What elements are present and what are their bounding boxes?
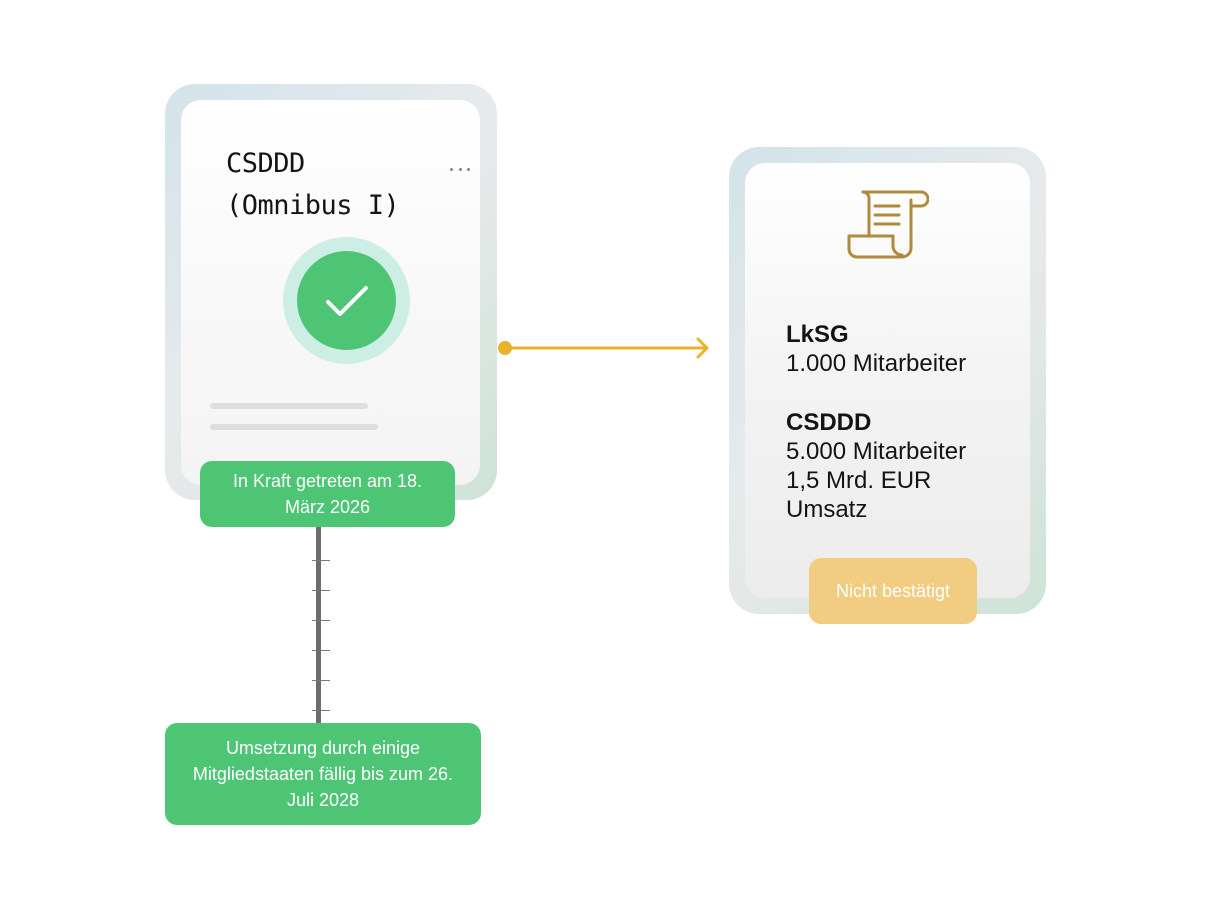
regulation-card[interactable]: CSDDD (Omnibus I) xyxy=(165,84,497,500)
timeline-tick xyxy=(312,650,330,651)
csddd-revenue: 1,5 Mrd. EUR xyxy=(786,467,932,494)
ellipsis-icon[interactable] xyxy=(450,166,470,172)
timeline-tick xyxy=(312,560,330,561)
lksg-threshold: LkSG 1.000 Mitarbeiter xyxy=(786,320,966,378)
csddd-revenue-label: Umsatz xyxy=(786,496,868,523)
implementation-deadline-badge: Umsetzung durch einige Mitgliedstaaten f… xyxy=(165,723,481,825)
timeline-line xyxy=(316,527,321,723)
timeline-tick xyxy=(312,620,330,621)
connector-arrow xyxy=(498,337,709,359)
placeholder-line xyxy=(210,424,378,430)
checkmark-icon xyxy=(326,286,368,316)
status-indicator xyxy=(283,237,410,364)
timeline-tick xyxy=(312,680,330,681)
csddd-title: CSDDD xyxy=(786,409,872,436)
threshold-card[interactable]: LkSG 1.000 Mitarbeiter CSDDD 5.000 Mitar… xyxy=(729,147,1046,614)
regulation-card-body: CSDDD (Omnibus I) xyxy=(181,100,480,485)
placeholder-line xyxy=(210,403,368,409)
csddd-employees: 5.000 Mitarbeiter xyxy=(786,438,967,465)
card-title-line2: (Omnibus I) xyxy=(226,190,400,221)
check-circle xyxy=(297,251,396,350)
lksg-employees: 1.000 Mitarbeiter xyxy=(786,350,967,377)
in-force-date-badge: In Kraft getreten am 18. März 2026 xyxy=(200,461,455,527)
scroll-icon xyxy=(847,190,929,259)
card-title: CSDDD (Omnibus I) xyxy=(226,143,400,227)
status-badge: Nicht bestätigt xyxy=(809,558,977,624)
threshold-card-body: LkSG 1.000 Mitarbeiter CSDDD 5.000 Mitar… xyxy=(745,163,1030,598)
timeline-tick xyxy=(312,710,330,711)
card-title-line1: CSDDD xyxy=(226,148,305,179)
lksg-title: LkSG xyxy=(786,321,849,348)
timeline-tick xyxy=(312,590,330,591)
csddd-threshold: CSDDD 5.000 Mitarbeiter 1,5 Mrd. EUR Ums… xyxy=(786,408,966,524)
